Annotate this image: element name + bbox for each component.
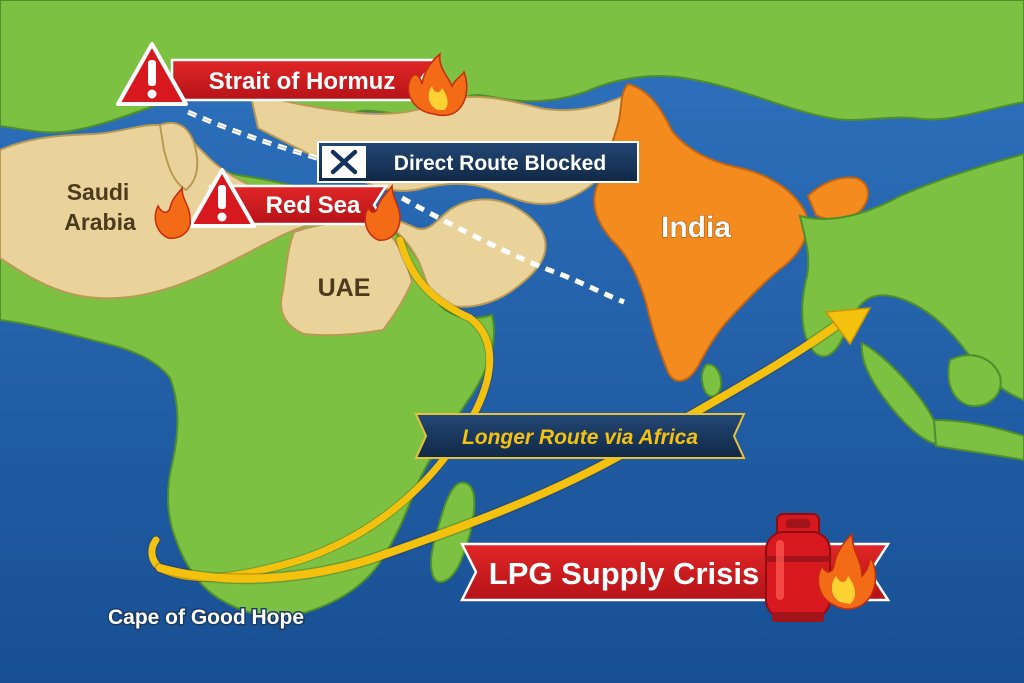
warning-icon-mark	[218, 185, 226, 209]
cape-label: Cape of Good Hope	[108, 606, 304, 629]
saudi-arabia-label-line2: Arabia	[64, 209, 136, 235]
uae-label: UAE	[318, 274, 371, 302]
cylinder-band	[766, 556, 830, 562]
route-banner-box	[414, 413, 746, 459]
africa-route-line-north	[156, 316, 848, 583]
x-icon	[330, 149, 358, 175]
route-banner: Longer Route via Africa	[414, 413, 746, 459]
cylinder-shine	[776, 540, 784, 600]
fire-icon	[154, 185, 191, 239]
warning-icon-dot	[147, 89, 157, 99]
indonesia-east-land	[932, 418, 1024, 462]
sri-lanka-land	[700, 363, 723, 398]
hormuz-alert-text: Strait of Hormuz	[209, 68, 396, 95]
direct-route-line-shadow	[187, 111, 331, 163]
fire-icon-core	[428, 86, 448, 110]
borneo-land	[947, 354, 1002, 408]
fire-icon	[407, 52, 468, 117]
blocked-banner-box	[317, 141, 639, 183]
cylinder-base	[772, 612, 824, 622]
southeast-asia-land	[798, 152, 1024, 402]
warning-icon-dot	[217, 212, 227, 222]
fire-icon-core	[831, 576, 856, 604]
crisis-banner-text: LPG Supply Crisis	[489, 556, 759, 591]
direct-route-line	[186, 109, 625, 305]
levant-land	[158, 121, 199, 192]
india-label: India	[661, 211, 731, 244]
saudi-arabia-label: Saudi	[67, 179, 130, 205]
india-land	[593, 82, 809, 382]
warning-icon-mark	[148, 60, 156, 86]
blocked-banner-text: Direct Route Blocked	[394, 152, 606, 175]
red-sea-alert-text: Red Sea	[266, 192, 361, 219]
blocked-banner: Direct Route Blocked	[317, 141, 639, 183]
hormuz-alert: Strait of Hormuz	[116, 42, 468, 117]
red-sea-alert: Red Sea	[154, 168, 401, 241]
cylinder-handle-hole	[786, 519, 810, 528]
gas-cylinder-icon	[765, 513, 831, 622]
route-banner-text: Longer Route via Africa	[462, 426, 698, 449]
crisis-banner: LPG Supply Crisis	[459, 513, 891, 622]
fire-icon	[364, 183, 401, 241]
route-arrow-head	[824, 307, 872, 346]
